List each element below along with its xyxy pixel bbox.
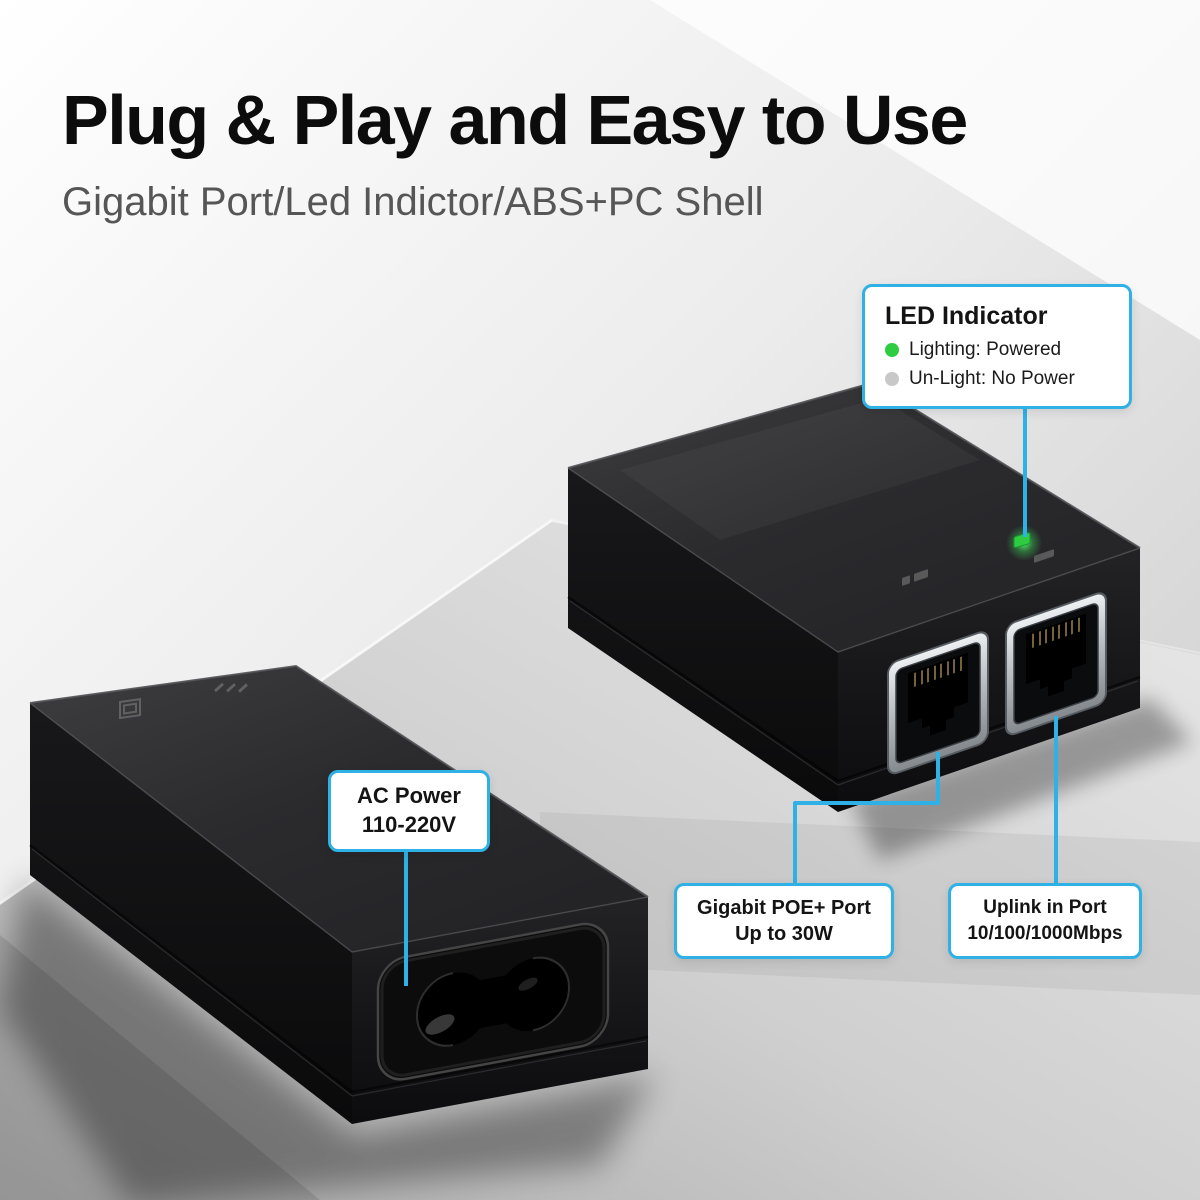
- led-status-row-on: Lighting: Powered: [885, 339, 1113, 361]
- embossed-marks: [214, 682, 248, 693]
- led-status-row-off: Un-Light: No Power: [885, 368, 1113, 390]
- header: Plug & Play and Easy to Use Gigabit Port…: [62, 80, 1172, 225]
- callout-led-indicator: LED Indicator Lighting: Powered Un-Light…: [862, 284, 1132, 409]
- uplink-port-line2: 10/100/1000Mbps: [967, 923, 1123, 944]
- poe-port-line1: Gigabit POE+ Port: [697, 896, 871, 919]
- led-off-dot: [885, 372, 899, 386]
- lan-port-mark: [1034, 549, 1054, 563]
- page-subtitle: Gigabit Port/Led Indictor/ABS+PC Shell: [62, 180, 764, 224]
- poe-injector-device: [567, 381, 1141, 812]
- ac-power-line1: AC Power: [357, 783, 461, 809]
- led-on-label: Lighting: Powered: [909, 339, 1062, 360]
- poe-port-mark: [902, 569, 928, 586]
- ac-adapter-shadow: [0, 880, 655, 1200]
- led-off-label: Un-Light: No Power: [909, 368, 1075, 389]
- page-title: Plug & Play and Easy to Use: [62, 81, 968, 159]
- poe-injector-shadow: [850, 698, 1192, 860]
- callout-poe-port: Gigabit POE+ Port Up to 30W: [674, 883, 894, 959]
- led-callout-title: LED Indicator: [885, 302, 1048, 330]
- ac-power-line2: 110-220V: [361, 812, 457, 837]
- certification-marks: [119, 698, 141, 720]
- ac-adapter-device: [29, 664, 649, 1124]
- poe-leader-line: [793, 752, 940, 886]
- ac-inlet-socket: [376, 922, 610, 1081]
- poe-port-line2: Up to 30W: [735, 923, 833, 945]
- uplink-port-line1: Uplink in Port: [983, 897, 1107, 919]
- callout-uplink-port: Uplink in Port 10/100/1000Mbps: [948, 883, 1142, 959]
- led-on-dot: [885, 343, 899, 357]
- callout-ac-power: AC Power 110-220V: [328, 770, 490, 852]
